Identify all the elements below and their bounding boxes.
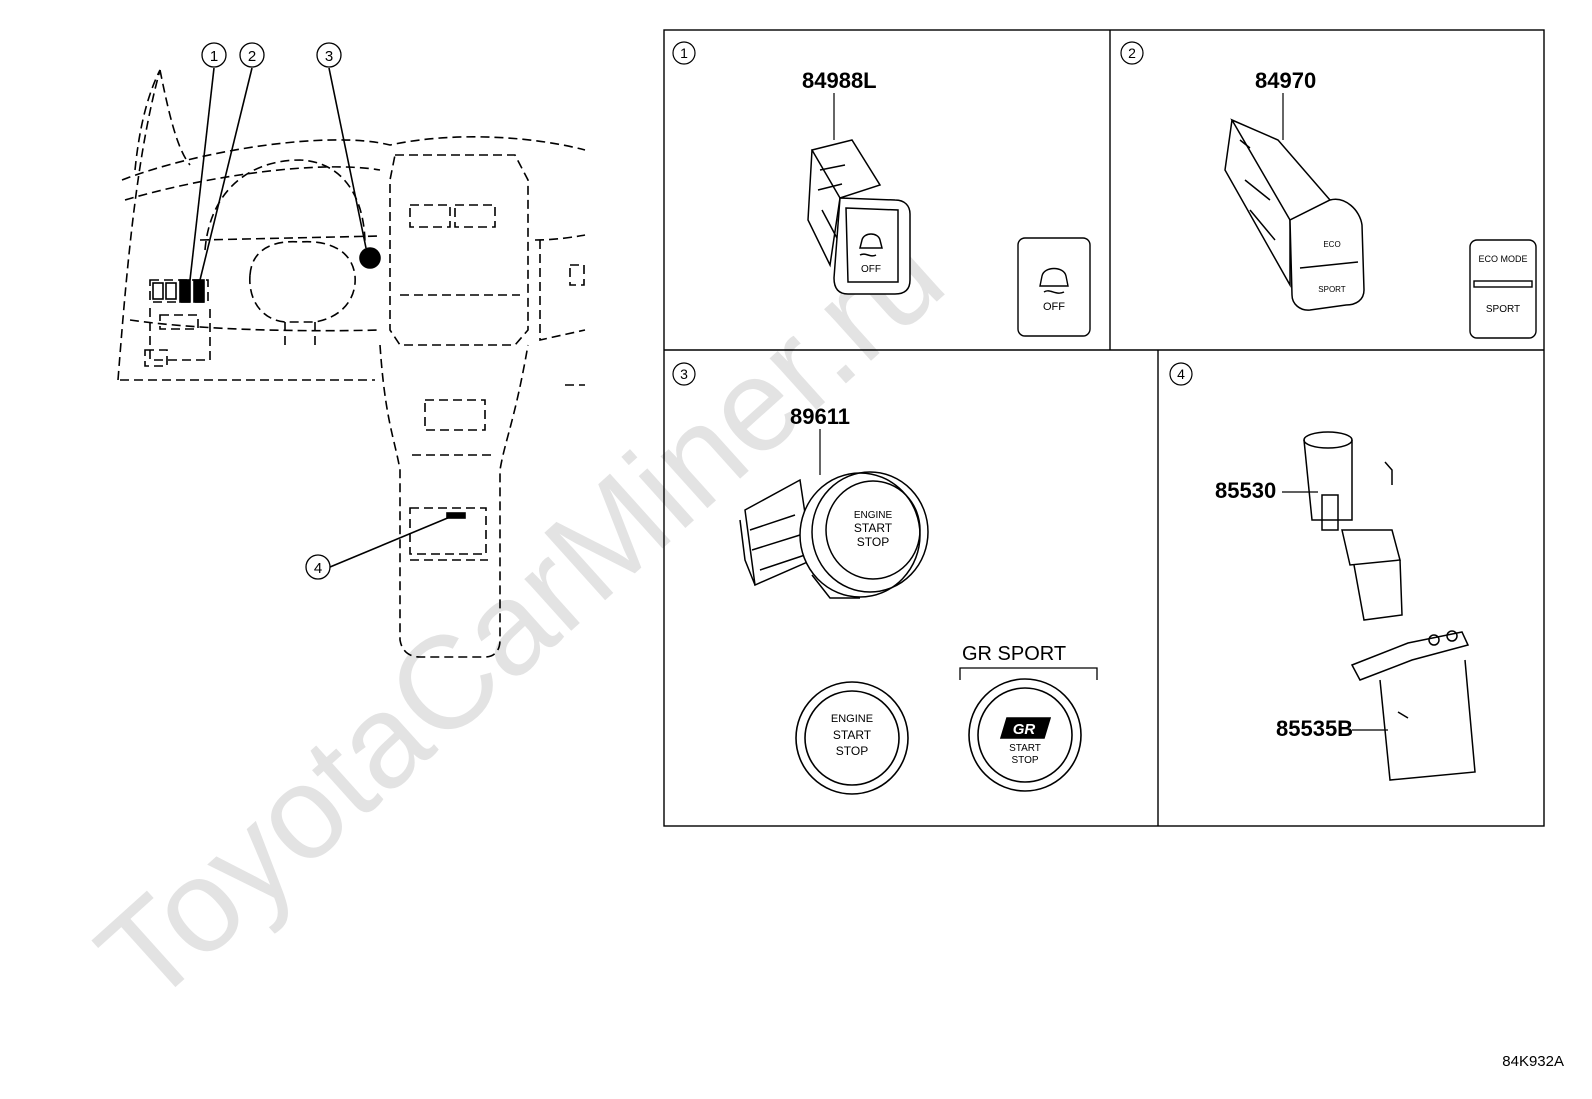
callout-4[interactable]: 4 bbox=[314, 560, 322, 577]
svg-text:ECO: ECO bbox=[1323, 240, 1340, 249]
watermark: ToyotaCarMiner.ru bbox=[70, 200, 970, 1031]
gr-logo: GR bbox=[1013, 721, 1036, 738]
panel-4: 85530 85535B bbox=[1215, 431, 1476, 781]
part-number-84988L[interactable]: 84988L bbox=[802, 68, 877, 93]
eco-sport-switch bbox=[1224, 118, 1365, 311]
diagram-code: 84K932A bbox=[1502, 1053, 1564, 1070]
panel-grid bbox=[663, 29, 1545, 827]
svg-text:ENGINE: ENGINE bbox=[854, 510, 893, 521]
button-engine-text: ENGINE bbox=[831, 713, 873, 725]
button-start-text: START bbox=[833, 728, 872, 742]
overview-callouts bbox=[201, 42, 342, 580]
part-number-85530[interactable]: 85530 bbox=[1215, 478, 1276, 503]
inset-off-text: OFF bbox=[1043, 301, 1065, 313]
panel-3: 89611 ENGINE START STOP ENGINE START STO… bbox=[739, 404, 1098, 795]
panel-1: 84988L OFF OFF bbox=[802, 68, 1091, 337]
gr-sport-label[interactable]: GR SPORT bbox=[962, 643, 1066, 665]
panel-1-callout[interactable]: 1 bbox=[680, 45, 688, 61]
callout-1[interactable]: 1 bbox=[210, 48, 218, 65]
svg-text:STOP: STOP bbox=[857, 535, 889, 549]
panel-4-callout[interactable]: 4 bbox=[1177, 366, 1185, 382]
socket-85535B bbox=[1350, 630, 1476, 781]
callout-3[interactable]: 3 bbox=[325, 48, 333, 65]
part-number-89611[interactable]: 89611 bbox=[790, 404, 850, 429]
panel-2-callout[interactable]: 2 bbox=[1128, 45, 1136, 61]
panel-2: 84970 ECO SPORT ECO MODE SPORT bbox=[1224, 68, 1537, 339]
inset-eco-mode-text: ECO MODE bbox=[1478, 254, 1527, 264]
gr-button-stop-text: STOP bbox=[1011, 755, 1038, 766]
callout-2[interactable]: 2 bbox=[248, 48, 256, 65]
start-stop-switch bbox=[739, 471, 929, 599]
part-number-85535B[interactable]: 85535B bbox=[1276, 716, 1353, 741]
button-stop-text: STOP bbox=[836, 744, 868, 758]
vsc-off-inset bbox=[1017, 237, 1091, 337]
dashboard-overview bbox=[117, 69, 586, 658]
panel-3-callout[interactable]: 3 bbox=[680, 366, 688, 382]
vsc-off-switch bbox=[807, 139, 911, 295]
svg-text:START: START bbox=[854, 521, 893, 535]
switch-off-text: OFF bbox=[861, 264, 881, 275]
part-number-84970[interactable]: 84970 bbox=[1255, 68, 1316, 93]
start-stop-button-gr bbox=[968, 678, 1082, 792]
start-stop-button-standard bbox=[795, 681, 909, 795]
inset-sport-text: SPORT bbox=[1486, 304, 1520, 315]
socket-85530 bbox=[1303, 431, 1403, 621]
svg-text:SPORT: SPORT bbox=[1318, 285, 1346, 294]
gr-button-start-text: START bbox=[1009, 743, 1041, 754]
eco-sport-inset bbox=[1469, 239, 1537, 339]
